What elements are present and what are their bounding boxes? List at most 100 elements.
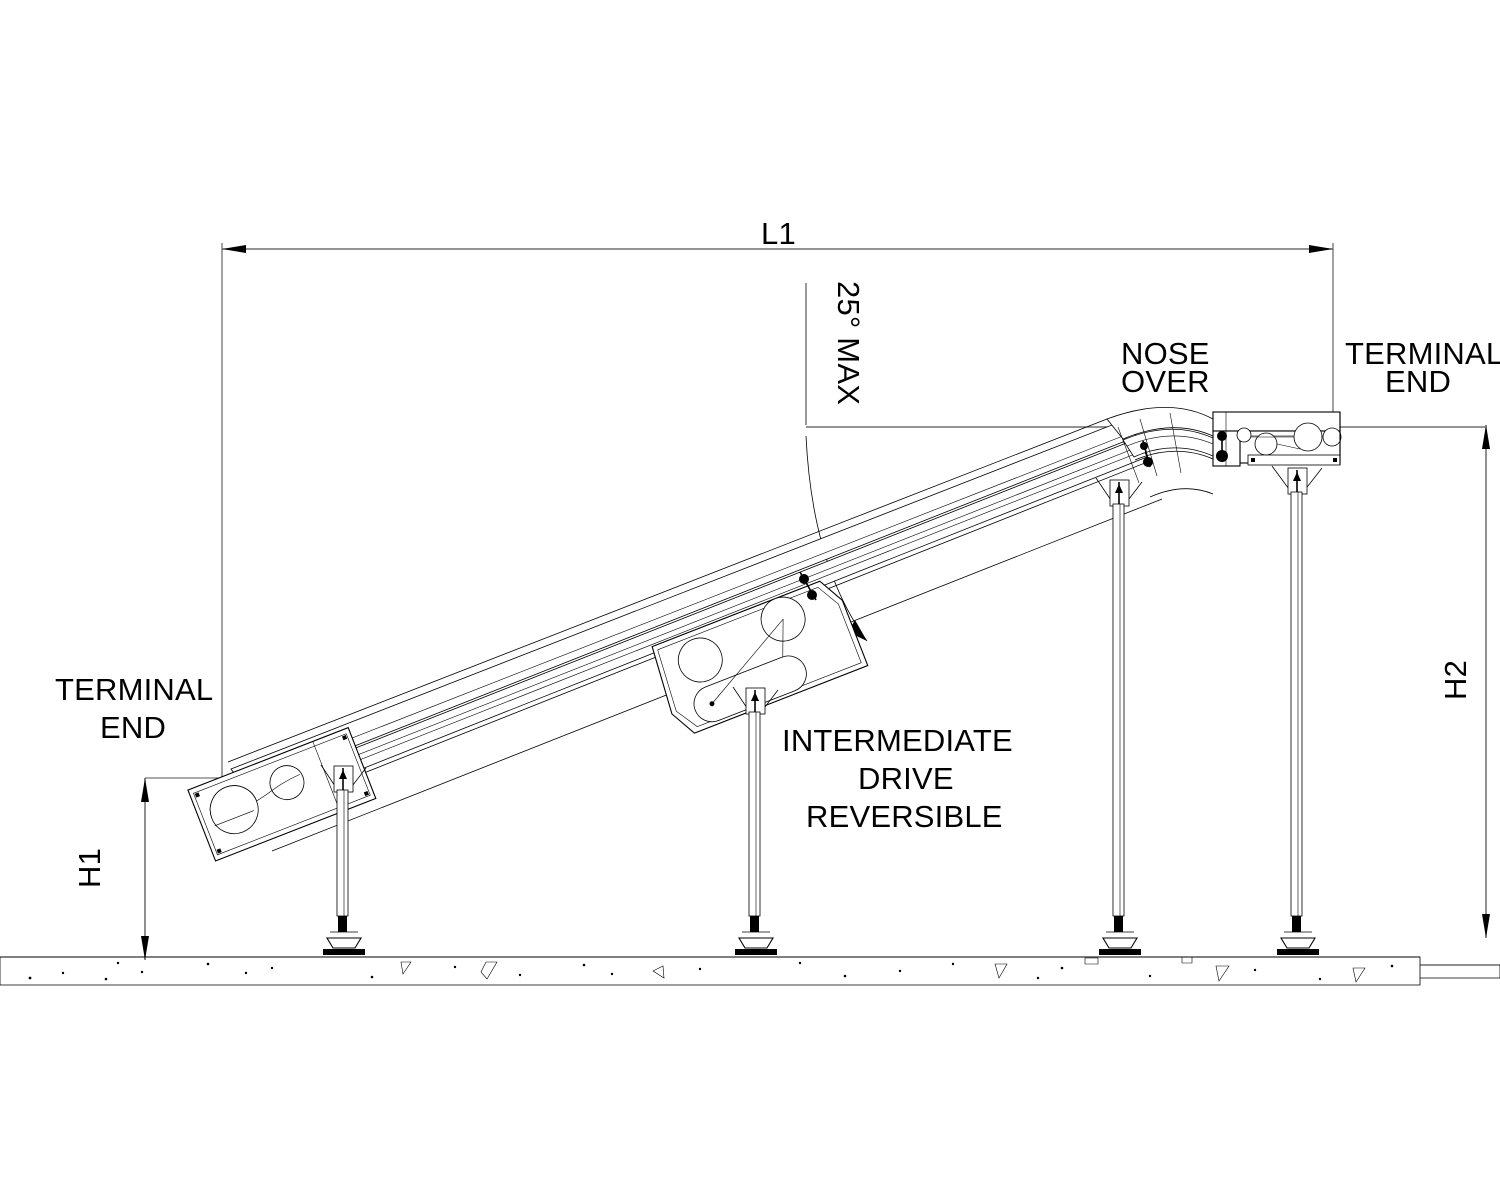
- leg4-clamp-wedge: [1293, 472, 1301, 481]
- beam-belt-line-1: [250, 444, 1144, 798]
- floor-speckle-19: [1036, 976, 1040, 980]
- floor-speckle-1: [28, 976, 32, 980]
- floor-speckle-17: [898, 969, 902, 973]
- floor-speckle-24: [1390, 964, 1394, 968]
- label-terminal-end-right-line1: TERMINAL: [1345, 336, 1500, 371]
- nose-over-joint-3: [1169, 412, 1182, 474]
- l1-arrow-left: [222, 245, 246, 253]
- floor-speckle-8: [270, 966, 274, 970]
- floor-speckle-15: [798, 961, 802, 965]
- concrete-floor-slab: [0, 956, 1500, 986]
- floor-speckle-10: [453, 965, 457, 969]
- leg3-column: [1112, 503, 1125, 917]
- h1-arrow-top: [141, 778, 149, 802]
- nose-over-belt-line-1: [1126, 435, 1214, 447]
- leg4-foot-stud: [1292, 916, 1301, 932]
- floor-speckle-14: [698, 967, 702, 971]
- terminal-low-end-plate: [312, 741, 341, 813]
- floor-speckle-13: [610, 972, 614, 976]
- leg1-column: [336, 789, 349, 917]
- support-leg-4: [1271, 465, 1323, 955]
- floor-speckle-22: [1253, 968, 1257, 972]
- label-intermediate-drive-line1: INTERMEDIATE: [782, 723, 1013, 758]
- leg1-foot-collar: [326, 937, 362, 949]
- h1-arrow-bottom: [141, 936, 149, 960]
- floor-speckle-5: [140, 970, 144, 974]
- dimension-h1: [141, 777, 230, 960]
- terminal-low-return-line: [214, 810, 254, 827]
- floor-speckle-6: [206, 962, 210, 966]
- l1-arrow-right: [1309, 245, 1333, 253]
- h2-arrow-top: [1482, 425, 1490, 449]
- floor-aggregate-1: [400, 961, 412, 975]
- leg3-foot-collar: [1102, 937, 1138, 949]
- leg4-foot-collar: [1280, 937, 1316, 949]
- terminal-high-tail-pulley: [1236, 427, 1252, 443]
- nose-over-joint-2: [1139, 418, 1158, 477]
- label-l1: L1: [761, 216, 796, 251]
- leg1-base-plate: [323, 949, 365, 955]
- label-terminal-end-left-line1: TERMINAL: [55, 672, 213, 707]
- intermediate-drive-pivot: [709, 701, 715, 707]
- floor-speckle-4: [116, 961, 120, 965]
- terminal-low-inner-frame: [193, 733, 371, 856]
- leg2-foot-stud: [750, 916, 759, 932]
- leg3-base-plate: [1099, 949, 1141, 955]
- angle-arrow-head: [848, 620, 867, 641]
- floor-slab-outline: [0, 956, 1421, 986]
- label-terminal-end-left-line2: END: [100, 710, 166, 745]
- support-leg-2: [732, 686, 779, 955]
- terminal-end-low-assembly: [187, 726, 377, 862]
- label-nose-over-line1: NOSE: [1121, 336, 1210, 371]
- terminal-high-top-cover: [1212, 411, 1341, 432]
- terminal-low-bolt-2: [341, 735, 348, 741]
- floor-speckle-16: [843, 974, 847, 978]
- terminal-high-bolt-1: [1251, 458, 1255, 462]
- leg3-foot-stud: [1114, 916, 1123, 932]
- floor-aggregate-6: [1352, 967, 1366, 983]
- label-h2: H2: [1438, 660, 1473, 700]
- dimension-l1: [221, 243, 1334, 790]
- label-nose-over-line2: OVER: [1121, 364, 1210, 399]
- label-angle-25max: 25° MAX: [831, 281, 866, 405]
- nose-over-bolt-rod: [1142, 440, 1151, 468]
- label-h1: H1: [72, 848, 107, 888]
- floor-speckle-20: [1060, 966, 1064, 970]
- floor-speckle-12: [582, 963, 586, 967]
- beam-belt-line-2: [252, 449, 1146, 803]
- nose-over-assembly: [1106, 407, 1214, 498]
- floor-speckle-11: [518, 973, 522, 977]
- floor-speckle-23: [1318, 977, 1322, 981]
- terminal-high-idler-pulley: [1322, 427, 1342, 447]
- intermediate-drive-takeup-rod: [799, 571, 817, 601]
- terminal-high-belt-path: [1251, 436, 1301, 450]
- terminal-high-bolt-2: [1333, 458, 1337, 462]
- floor-speckle-3: [104, 977, 108, 981]
- floor-aggregate-3: [652, 965, 665, 979]
- intermediate-drive-inner-frame: [657, 586, 862, 727]
- beam-rail-line-1: [239, 433, 1129, 783]
- terminal-high-snub-pulley: [1254, 432, 1278, 456]
- leg4-base-plate: [1277, 949, 1319, 955]
- leg2-clamp-wedge: [751, 692, 759, 701]
- h2-arrow-bottom: [1482, 914, 1490, 938]
- floor-aggregate-7: [1181, 956, 1193, 964]
- terminal-low-idler-pulley: [269, 765, 305, 801]
- leg3-clamp-wedge: [1115, 484, 1123, 493]
- intermediate-drive-linkage-2: [782, 619, 784, 657]
- nose-over-lower-frame-top: [1134, 450, 1214, 461]
- leg2-base-plate: [735, 949, 777, 955]
- terminal-low-bolt-4: [363, 790, 369, 797]
- terminal-low-bolt-1: [194, 792, 200, 798]
- floor-aggregate-8: [1084, 957, 1099, 965]
- dimension-h2: [1482, 425, 1490, 938]
- nose-over-lower-frame-bottom: [1149, 488, 1214, 498]
- leg1-clamp-wedge: [339, 770, 347, 779]
- leg2-foot-collar: [738, 937, 774, 949]
- floor-aggregate-2: [480, 961, 498, 980]
- floor-speckle-18: [951, 962, 955, 966]
- label-intermediate-drive-line3: REVERSIBLE: [806, 799, 1003, 834]
- floor-slab-right-step: [1420, 964, 1500, 979]
